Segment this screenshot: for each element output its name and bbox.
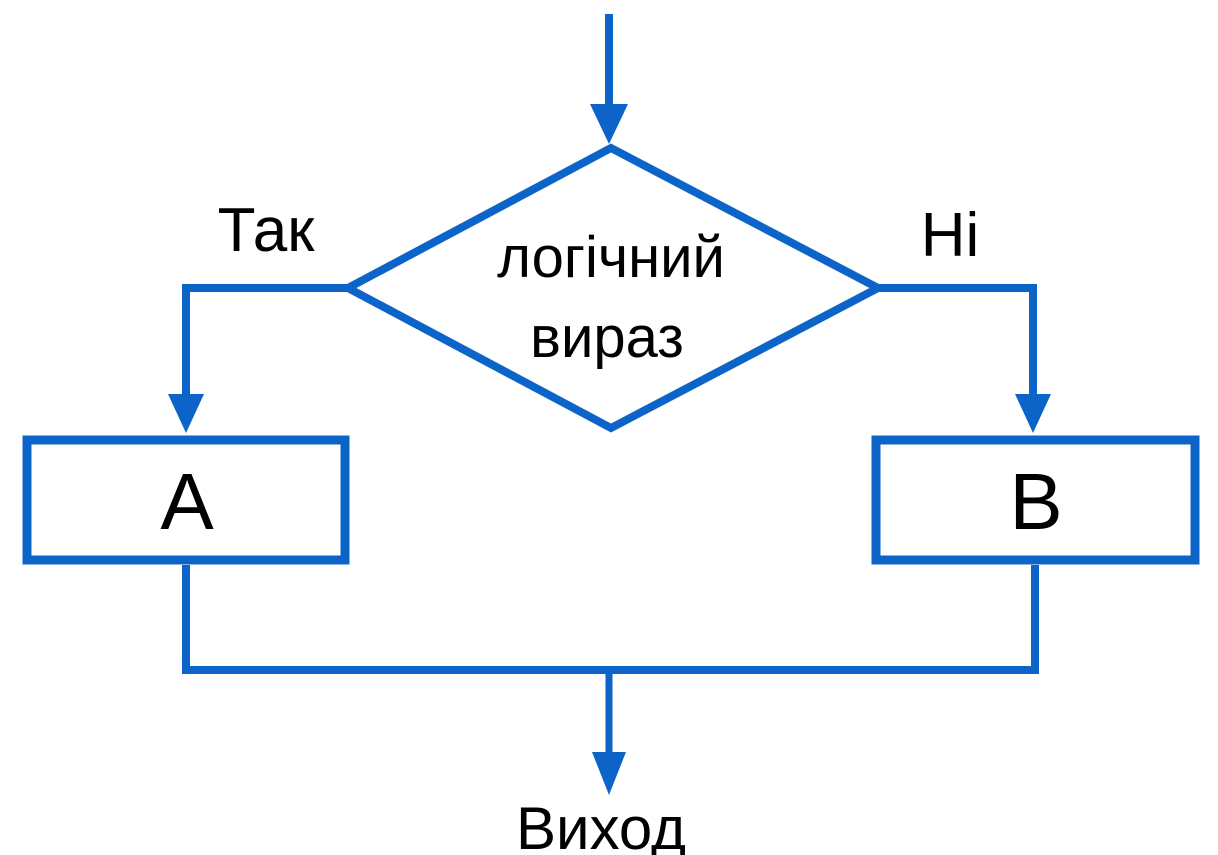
exit-arrow-head-icon bbox=[592, 752, 626, 795]
yes-branch-label: Так bbox=[217, 196, 315, 265]
process-a-box bbox=[22, 435, 350, 565]
decision-label-line1: логічний bbox=[497, 225, 725, 290]
exit-label: Виход bbox=[516, 795, 686, 855]
decision-label-line2: вираз bbox=[530, 305, 684, 370]
entry-arrow-head-icon bbox=[590, 104, 628, 144]
process-b-label: В bbox=[1009, 457, 1063, 546]
process-a-label: А bbox=[160, 457, 214, 546]
yes-branch-line bbox=[182, 284, 347, 400]
no-arrow-head-icon bbox=[1015, 394, 1051, 433]
no-branch-label: Ні bbox=[920, 201, 980, 270]
decision-diamond bbox=[339, 143, 887, 433]
no-branch-line bbox=[879, 284, 1037, 400]
process-b-box bbox=[871, 435, 1200, 565]
yes-arrow-head-icon bbox=[168, 394, 204, 433]
